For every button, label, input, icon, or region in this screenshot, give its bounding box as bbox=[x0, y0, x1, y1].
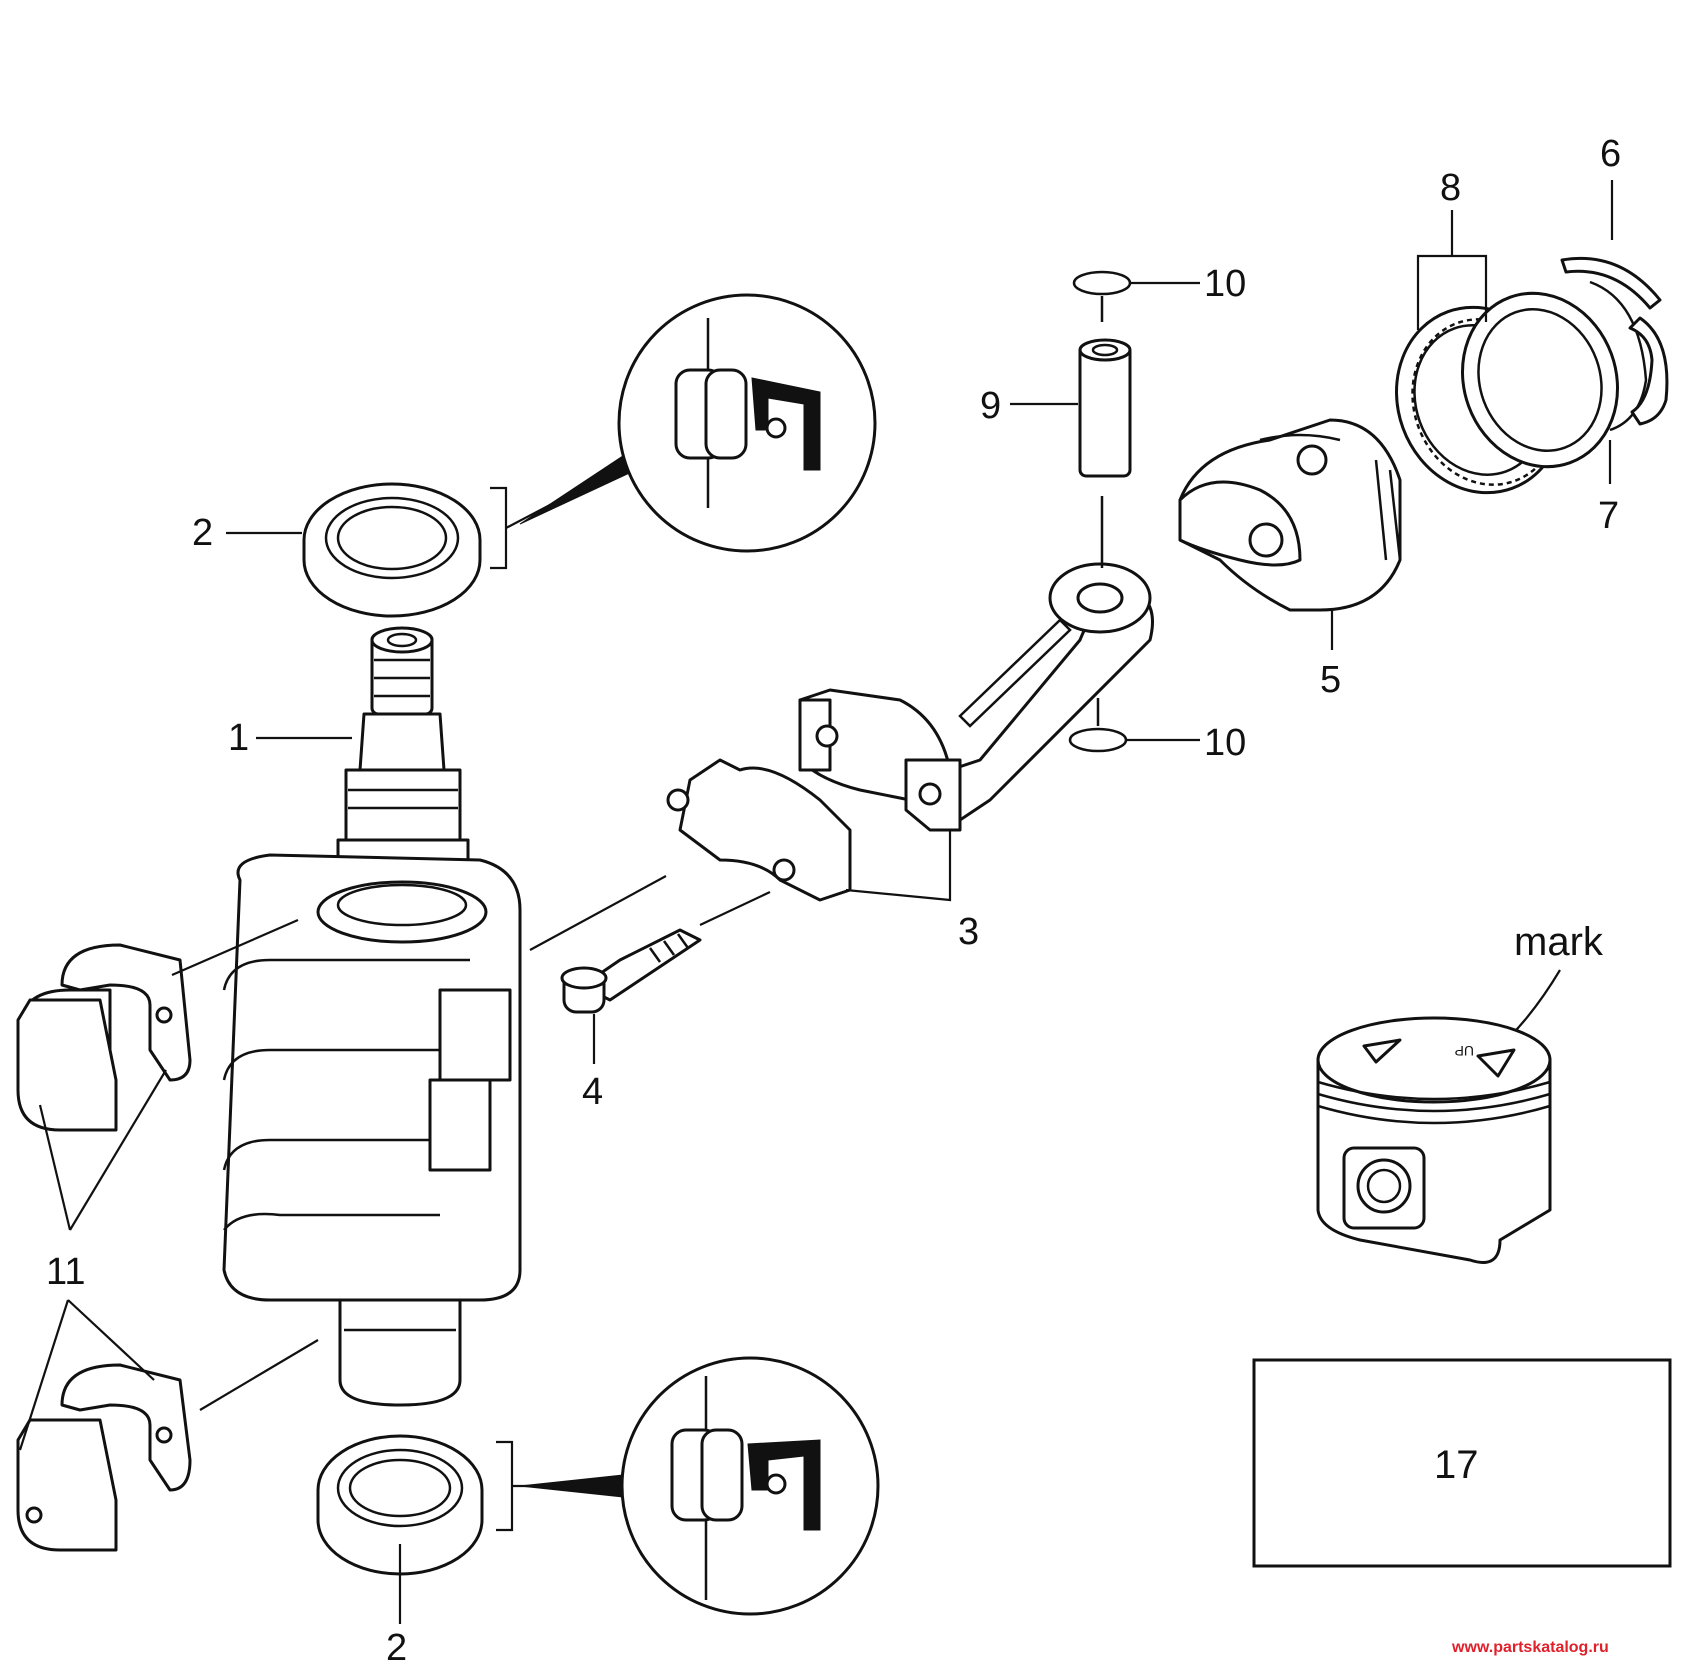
ring-set bbox=[1395, 291, 1619, 495]
oil-seal-bottom bbox=[316, 1434, 633, 1576]
callout-clip-top: 10 bbox=[1204, 263, 1246, 305]
mark-label: mark bbox=[1514, 920, 1604, 964]
kit-box: 17 bbox=[1252, 1358, 1672, 1568]
oil-seal-top bbox=[302, 449, 637, 618]
piston bbox=[1178, 418, 1402, 612]
callout-ring-top: 6 bbox=[1600, 133, 1621, 175]
bearing-lower bbox=[16, 1363, 192, 1552]
callout-bearing: 11 bbox=[46, 1251, 85, 1293]
clip-top bbox=[1072, 270, 1132, 296]
watermark: www.partskatalog.ru bbox=[1451, 1639, 1609, 1656]
bolt bbox=[560, 928, 702, 1014]
piston-pin bbox=[1078, 338, 1132, 478]
bearing-upper bbox=[16, 943, 192, 1132]
callout-connecting-rod: 3 bbox=[958, 911, 979, 953]
callout-piston-pin: 9 bbox=[980, 385, 1001, 427]
connecting-rod bbox=[666, 562, 1154, 902]
callout-bolt: 4 bbox=[582, 1071, 603, 1113]
crankshaft bbox=[222, 626, 522, 1407]
callout-clip-bottom: 10 bbox=[1204, 722, 1246, 764]
callout-crankshaft: 1 bbox=[228, 717, 249, 759]
callout-piston: 5 bbox=[1320, 659, 1341, 701]
seal-detail-circle-bottom bbox=[620, 1356, 880, 1616]
callout-ring-oil: 7 bbox=[1598, 495, 1619, 537]
callout-oil-seal-bottom: 2 bbox=[386, 1627, 407, 1669]
assembled-piston: UP bbox=[1316, 1016, 1552, 1264]
piston-mark-text: UP bbox=[1455, 1043, 1474, 1059]
seal-detail-circle-top bbox=[617, 293, 877, 553]
clip-bottom bbox=[1068, 727, 1128, 753]
ring-oil bbox=[1628, 316, 1669, 426]
kit-box-number: 17 bbox=[1434, 1443, 1479, 1487]
callout-oil-seal-top: 2 bbox=[192, 512, 213, 554]
callout-ring-set: 8 bbox=[1440, 167, 1461, 209]
ring-top bbox=[1560, 256, 1662, 432]
